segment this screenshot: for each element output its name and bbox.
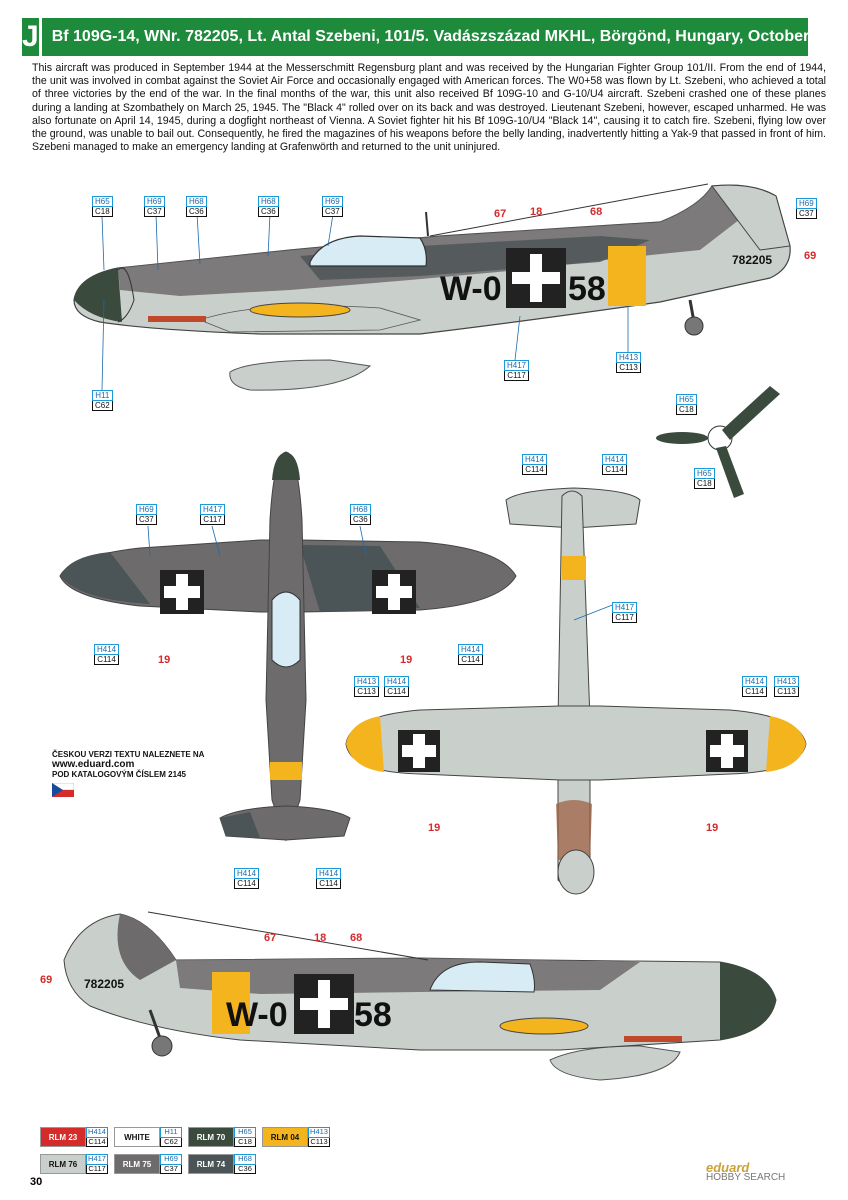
upper-plan-view — [59, 451, 517, 842]
legend-color-name: RLM 76 — [40, 1154, 86, 1174]
marking-19-lower-r: 19 — [706, 822, 719, 834]
right-profile — [63, 911, 777, 1081]
serial-right: 782205 — [84, 977, 124, 991]
legend-color-name: RLM 74 — [188, 1154, 234, 1174]
marking-67-top: 67 — [494, 208, 507, 220]
watermark: HOBBY SEARCH — [706, 1172, 786, 1183]
code-number-left: 58 — [568, 270, 606, 308]
marking-18-bottom: 18 — [314, 932, 327, 944]
page-number: 30 — [30, 1176, 43, 1188]
marking-67-bottom: 67 — [264, 932, 277, 944]
marking-69-top: 69 — [804, 250, 817, 262]
serial-left: 782205 — [732, 253, 772, 267]
marking-68-bottom: 68 — [350, 932, 363, 944]
lower-plan-view — [345, 487, 807, 895]
code-letters-right: W-0 — [226, 996, 288, 1034]
marking-19-lower-l: 19 — [428, 822, 441, 834]
marking-68-top: 68 — [590, 206, 603, 218]
legend-color-name: RLM 04 — [262, 1127, 308, 1147]
legend-color-name: RLM 70 — [188, 1127, 234, 1147]
eduard-url[interactable]: www.eduard.com — [52, 759, 135, 770]
profile-letter: J — [22, 18, 42, 56]
legend-color-name: RLM 23 — [40, 1127, 86, 1147]
legend-color-name: WHITE — [114, 1127, 160, 1147]
brand-logo: eduard — [706, 1160, 750, 1175]
profile-title: Bf 109G-14, WNr. 782205, Lt. Antal Szebe… — [51, 28, 848, 45]
left-profile — [73, 183, 791, 391]
code-number-right: 58 — [354, 996, 392, 1034]
czech-flag-icon — [51, 782, 75, 797]
czech-version-note: ČESKOU VERZI TEXTU NALEZNETE NA www.edua… — [51, 750, 204, 800]
history-text: This aircraft was produced in September … — [32, 62, 826, 154]
legend-color-name: RLM 75 — [114, 1154, 160, 1174]
propeller — [656, 386, 780, 498]
marking-19-wing-l: 19 — [158, 654, 171, 666]
marking-19-wing-r: 19 — [400, 654, 413, 666]
marking-18-top: 18 — [530, 206, 543, 218]
code-letters-left: W-0 — [440, 270, 502, 308]
profile-header: J Bf 109G-14, WNr. 782205, Lt. Antal Sze… — [22, 18, 848, 56]
marking-69-bottom: 69 — [40, 974, 53, 986]
